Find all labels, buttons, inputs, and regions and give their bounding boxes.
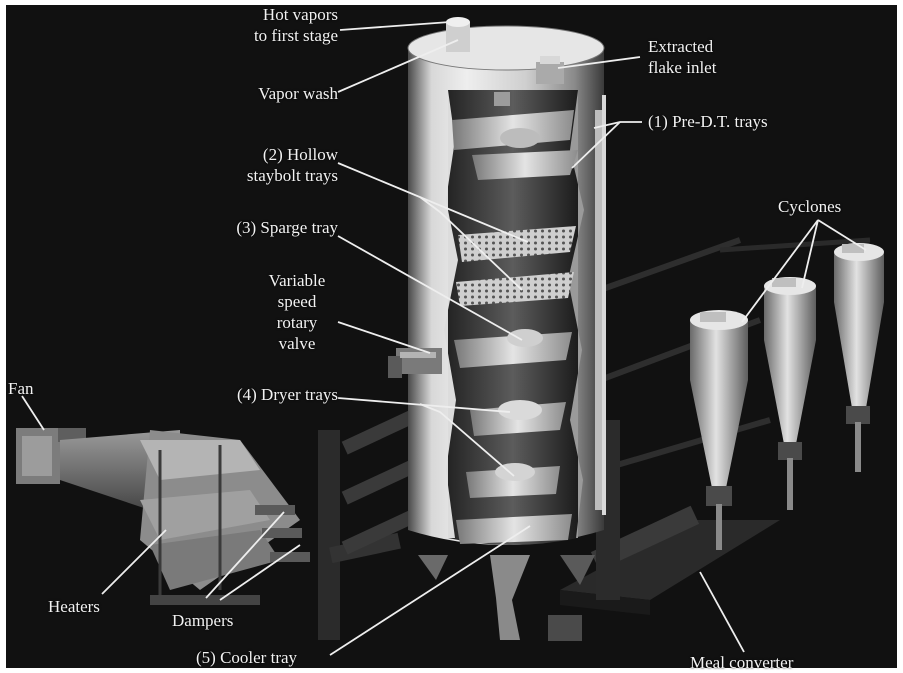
rotary-valve xyxy=(388,348,442,378)
label-rotary-valve-line-4: valve xyxy=(256,333,338,354)
label-hot-vapors-line-1: Hot vapors xyxy=(180,4,338,25)
label-rotary-valve-line-1: Variable xyxy=(256,270,338,291)
label-dryer-trays: (4) Dryer trays xyxy=(180,384,338,405)
label-dampers: Dampers xyxy=(172,610,233,631)
label-variable-speed-rotary-valve: Variable speed rotary valve xyxy=(256,270,338,354)
label-hot-vapors-line-2: to first stage xyxy=(180,25,338,46)
label-hollow-staybolt-trays-line-2: staybolt trays xyxy=(180,165,338,186)
label-fan: Fan xyxy=(8,378,34,399)
label-vapor-wash: Vapor wash xyxy=(200,83,338,104)
label-extracted-flake-inlet: Extracted flake inlet xyxy=(648,36,716,78)
label-sparge-tray: (3) Sparge tray xyxy=(180,217,338,238)
label-cyclones: Cyclones xyxy=(778,196,841,217)
label-rotary-valve-line-3: rotary xyxy=(256,312,338,333)
label-pre-dt-trays: (1) Pre-D.T. trays xyxy=(648,111,768,132)
label-rotary-valve-line-2: speed xyxy=(256,291,338,312)
label-extracted-flake-inlet-line-1: Extracted xyxy=(648,36,716,57)
label-hollow-staybolt-trays-line-1: (2) Hollow xyxy=(180,144,338,165)
label-hot-vapors: Hot vapors to first stage xyxy=(180,4,338,46)
label-hollow-staybolt-trays: (2) Hollow staybolt trays xyxy=(180,144,338,186)
label-heaters: Heaters xyxy=(48,596,100,617)
label-extracted-flake-inlet-line-2: flake inlet xyxy=(648,57,716,78)
label-cooler-tray: (5) Cooler tray xyxy=(196,647,297,668)
label-meal-converter: Meal converter xyxy=(690,652,793,673)
